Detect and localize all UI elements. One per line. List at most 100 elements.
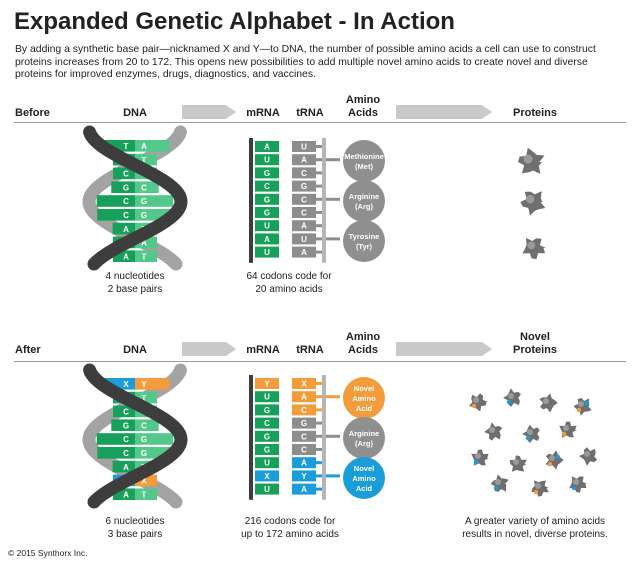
after-dna-base-left: C (123, 449, 129, 458)
after-dna-rung-right (135, 419, 159, 431)
before-mrna-cell (255, 220, 279, 232)
after-protein-icon-highlight (535, 483, 541, 489)
after-protein-icon (539, 393, 558, 413)
after-trna-link (316, 395, 322, 399)
after-dna-base-right: G (141, 449, 147, 458)
before-amino-acid-label: (Arg) (355, 202, 373, 211)
after-protein-icon-accent (473, 459, 479, 465)
after-protein-icon (490, 474, 509, 492)
after-protein-icon-highlight (578, 401, 584, 407)
after-dna-base-right: T (142, 394, 147, 403)
after-dna-base-left: A (123, 490, 129, 499)
after-dna-base-left: A (123, 463, 129, 472)
before-mrna-base: U (264, 156, 270, 165)
after-protein-icon (469, 393, 488, 412)
after-protein-icon-highlight (495, 479, 501, 485)
before-trna-base: C (301, 195, 307, 204)
before-trna-link (316, 197, 322, 201)
after-protein-icon-highlight (543, 398, 549, 404)
before-dna-base-left: C (123, 211, 129, 220)
after-protein-icon-accent (571, 485, 577, 491)
after-dna-backbone-dark (83, 363, 188, 509)
after-amino-acid-label: Arginine (349, 429, 379, 438)
before-amino-acid-label: Arginine (349, 192, 379, 201)
after-arrow-amino-to-proteins-icon (396, 342, 492, 356)
after-arrow-dna-to-mrna-icon (182, 342, 236, 356)
before-trna-cell (292, 141, 316, 152)
before-protein-3-icon-highlight (527, 241, 536, 250)
after-dna-rung-right (135, 391, 157, 404)
before-amino-acid-circle (343, 140, 385, 182)
after-protein-icon-highlight (573, 479, 579, 485)
before-dna-rung-right (135, 153, 157, 166)
after-proteins-header-line2: Proteins (512, 344, 557, 356)
before-amino-header: Amino Acids (338, 94, 388, 120)
after-amino-acid-label: Acid (356, 484, 373, 493)
after-trna-backbone (322, 375, 326, 500)
before-mrna-base: G (264, 209, 270, 218)
intro-paragraph: By adding a synthetic base pair—nickname… (15, 44, 596, 81)
after-dna-rung-left (97, 447, 135, 459)
after-mrna-cell (255, 404, 279, 416)
after-mrna-cell (255, 378, 279, 389)
after-protein-icon-highlight (473, 397, 479, 403)
before-dna-backbone-dark (83, 125, 188, 271)
after-dna-rung-left (100, 378, 135, 390)
before-dna-rung-right (135, 140, 170, 152)
after-trna-link (316, 487, 322, 491)
before-dna-base-right: G (141, 197, 147, 206)
after-trna-base: A (301, 393, 307, 402)
after-proteins-caption-line2: results in novel, diverse proteins. (462, 528, 608, 540)
after-amino-acid-label: Acid (356, 404, 373, 413)
after-protein-icon-highlight (563, 425, 569, 431)
after-trna-link (316, 474, 322, 478)
after-dna-base-right: T (142, 490, 147, 499)
after-dna-base-left: C (123, 408, 129, 417)
before-mrna-cell (255, 141, 279, 152)
after-dna-rung-right (135, 447, 173, 459)
after-protein-icon (569, 476, 588, 493)
after-protein-icon-shape (569, 476, 588, 493)
before-trna-base: A (301, 248, 307, 257)
after-trna-header: tRNA (296, 344, 324, 356)
before-arrow-dna-to-mrna-icon (182, 105, 236, 119)
before-dna-base-left: T (124, 142, 129, 151)
after-trna-cell (292, 404, 316, 416)
before-mrna-cell (255, 180, 279, 192)
after-dna-caption-line2: 3 base pairs (107, 528, 163, 540)
after-amino-header: Amino Acids (338, 331, 388, 357)
before-trna-link (316, 158, 322, 162)
before-protein-3-icon-shape (522, 237, 546, 260)
before-proteins-header: Proteins (512, 107, 557, 119)
after-codon-connector (326, 474, 340, 478)
after-dna-rung-left (96, 433, 135, 445)
after-trna-base: A (301, 459, 307, 468)
before-codon-caption-line2: 20 amino acids (255, 283, 323, 295)
before-trna-cell (292, 193, 316, 205)
after-trna-cell (292, 483, 316, 495)
after-amino-acid-label: (Arg) (355, 439, 373, 448)
after-protein-icon-highlight (584, 451, 590, 457)
after-protein-icon-highlight (527, 429, 533, 435)
before-dna-rung-left (112, 222, 135, 235)
before-dna-base-right: A (141, 142, 147, 151)
after-amino-header-line2: Acids (348, 344, 378, 356)
before-trna-backbone (322, 138, 326, 263)
after-mrna-base: Y (264, 380, 270, 389)
before-mrna-base: C (264, 182, 270, 191)
before-trna-cell (292, 246, 316, 258)
before-mrna-base: G (264, 195, 270, 204)
after-codon-caption-line2: up to 172 amino acids (241, 528, 339, 540)
after-proteins-caption: A greater variety of amino acids results… (440, 516, 630, 541)
after-mrna-cell (255, 417, 279, 429)
before-dna-base-right: T (142, 156, 147, 165)
after-protein-icon (559, 421, 577, 438)
after-protein-icon-shape (539, 393, 558, 413)
before-amino-acid-label: (Met) (355, 162, 373, 171)
after-protein-icon-highlight (475, 453, 481, 459)
after-dna-base-right: C (141, 421, 147, 430)
before-trna-link (316, 145, 322, 148)
before-mrna-backbone (249, 138, 253, 263)
